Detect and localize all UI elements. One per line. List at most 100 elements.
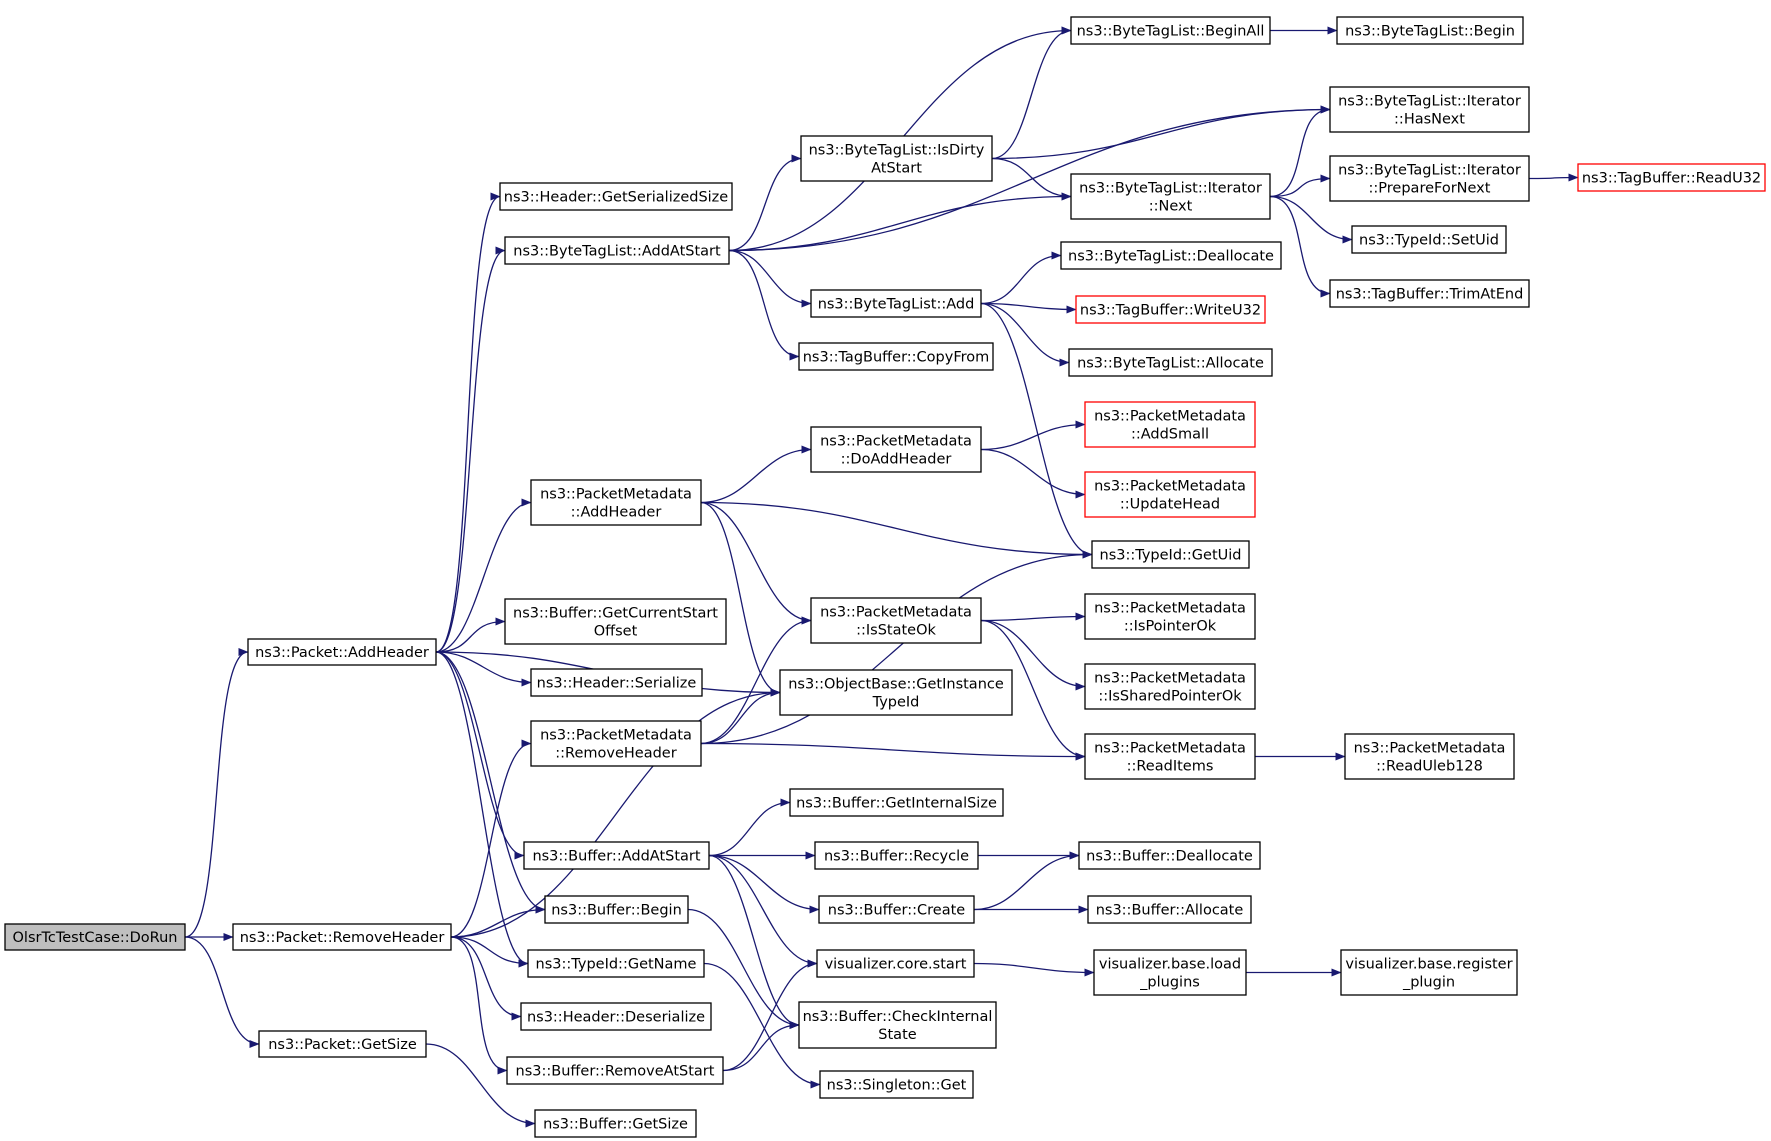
node-box[interactable] <box>810 289 982 318</box>
node-tb-writeu32[interactable]: ns3::TagBuffer::WriteU32 <box>1075 295 1266 324</box>
node-buf-getsize[interactable]: ns3::Buffer::GetSize <box>534 1109 697 1138</box>
node-box[interactable] <box>530 720 702 767</box>
node-box[interactable] <box>506 1056 724 1085</box>
node-box[interactable] <box>520 1002 712 1031</box>
node-btl-allocate[interactable]: ns3::ByteTagList::Allocate <box>1068 348 1273 377</box>
node-hdr-deserialize[interactable]: ns3::Header::Deserialize <box>520 1002 712 1031</box>
node-buf-allocate[interactable]: ns3::Buffer::Allocate <box>1087 895 1252 924</box>
node-typeid-getname[interactable]: ns3::TypeId::GetName <box>527 949 705 978</box>
node-pm-isstateok[interactable]: ns3::PacketMetadata::IsStateOk <box>810 597 982 644</box>
node-box[interactable] <box>1091 540 1250 569</box>
node-box[interactable] <box>1068 348 1273 377</box>
node-box[interactable] <box>523 841 710 870</box>
node-pm-removeheader[interactable]: ns3::PacketMetadata::RemoveHeader <box>530 720 702 767</box>
node-box[interactable] <box>1084 471 1256 518</box>
node-typeid-getuid[interactable]: ns3::TypeId::GetUid <box>1091 540 1250 569</box>
node-box[interactable] <box>232 923 452 951</box>
node-pm-doaddheader[interactable]: ns3::PacketMetadata::DoAddHeader <box>810 426 982 473</box>
node-pkt-getsize[interactable]: ns3::Packet::GetSize <box>258 1030 427 1058</box>
node-btl-begin[interactable]: ns3::ByteTagList::Begin <box>1336 16 1524 45</box>
node-buf-removeatstart[interactable]: ns3::Buffer::RemoveAtStart <box>506 1056 724 1085</box>
node-pm-addheader[interactable]: ns3::PacketMetadata::AddHeader <box>530 479 702 526</box>
node-hdr-serialize[interactable]: ns3::Header::Serialize <box>530 668 703 697</box>
node-viz-core-start[interactable]: visualizer.core.start <box>816 949 975 978</box>
node-buf-deallocate[interactable]: ns3::Buffer::Deallocate <box>1078 841 1261 870</box>
node-typeid-setuid[interactable]: ns3::TypeId::SetUid <box>1351 225 1507 254</box>
node-buf-getinternalsize[interactable]: ns3::Buffer::GetInternalSize <box>789 788 1004 817</box>
node-box[interactable] <box>798 1001 997 1049</box>
node-dorun[interactable]: OlsrTcTestCase::DoRun <box>4 923 186 951</box>
node-pm-addsmall[interactable]: ns3::PacketMetadata::AddSmall <box>1084 401 1256 448</box>
node-singleton-get[interactable]: ns3::Singleton::Get <box>819 1070 974 1099</box>
node-box[interactable] <box>4 923 186 951</box>
node-hdr-getserializedsize[interactable]: ns3::Header::GetSerializedSize <box>499 182 733 211</box>
node-box[interactable] <box>247 638 437 666</box>
node-box[interactable] <box>1084 401 1256 448</box>
node-btl-beginall[interactable]: ns3::ByteTagList::BeginAll <box>1070 16 1271 45</box>
node-box[interactable] <box>530 479 702 526</box>
node-pm-issharedpointerok[interactable]: ns3::PacketMetadata::IsSharedPointerOk <box>1084 663 1256 710</box>
node-pm-ispointerok[interactable]: ns3::PacketMetadata::IsPointerOk <box>1084 593 1256 640</box>
node-box[interactable] <box>1344 733 1515 780</box>
node-box[interactable] <box>798 342 994 371</box>
node-pkt-addheader[interactable]: ns3::Packet::AddHeader <box>247 638 437 666</box>
node-box[interactable] <box>504 236 730 265</box>
node-box[interactable] <box>1329 279 1530 308</box>
node-box[interactable] <box>1329 155 1530 202</box>
node-pm-updatehead[interactable]: ns3::PacketMetadata::UpdateHead <box>1084 471 1256 518</box>
node-pkt-removeheader[interactable]: ns3::Packet::RemoveHeader <box>232 923 452 951</box>
node-box[interactable] <box>1087 895 1252 924</box>
node-buf-addatstart[interactable]: ns3::Buffer::AddAtStart <box>523 841 710 870</box>
node-btl-it-preparefornext[interactable]: ns3::ByteTagList::Iterator::PrepareForNe… <box>1329 155 1530 202</box>
node-box[interactable] <box>800 135 993 182</box>
node-box[interactable] <box>1084 733 1256 780</box>
node-pm-readitems[interactable]: ns3::PacketMetadata::ReadItems <box>1084 733 1256 780</box>
node-box[interactable] <box>258 1030 427 1058</box>
node-btl-it-next[interactable]: ns3::ByteTagList::Iterator::Next <box>1070 173 1271 220</box>
node-tb-copyfrom[interactable]: ns3::TagBuffer::CopyFrom <box>798 342 994 371</box>
node-viz-base-load-plugins[interactable]: visualizer.base.load_plugins <box>1093 949 1247 996</box>
node-box[interactable] <box>504 598 727 645</box>
node-box[interactable] <box>1060 241 1282 270</box>
node-box[interactable] <box>1336 16 1524 45</box>
node-box[interactable] <box>1075 295 1266 324</box>
node-box[interactable] <box>527 949 705 978</box>
node-box[interactable] <box>544 895 689 924</box>
node-viz-base-register-plugin[interactable]: visualizer.base.register_plugin <box>1340 949 1518 996</box>
node-box[interactable] <box>1070 173 1271 220</box>
node-btl-it-hasnext[interactable]: ns3::ByteTagList::Iterator::HasNext <box>1329 86 1530 133</box>
node-box[interactable] <box>499 182 733 211</box>
node-btl-add[interactable]: ns3::ByteTagList::Add <box>810 289 982 318</box>
node-box[interactable] <box>1329 86 1530 133</box>
node-pm-readuleb128[interactable]: ns3::PacketMetadata::ReadUleb128 <box>1344 733 1515 780</box>
node-box[interactable] <box>810 426 982 473</box>
node-box[interactable] <box>1084 663 1256 710</box>
node-box[interactable] <box>1084 593 1256 640</box>
node-box[interactable] <box>534 1109 697 1138</box>
node-tb-readu32[interactable]: ns3::TagBuffer::ReadU32 <box>1577 163 1766 192</box>
node-buf-begin[interactable]: ns3::Buffer::Begin <box>544 895 689 924</box>
node-box[interactable] <box>779 669 1013 716</box>
node-box[interactable] <box>816 949 975 978</box>
node-box[interactable] <box>1078 841 1261 870</box>
node-box[interactable] <box>1093 949 1247 996</box>
node-box[interactable] <box>1577 163 1766 192</box>
node-buf-recycle[interactable]: ns3::Buffer::Recycle <box>814 841 979 870</box>
node-box[interactable] <box>789 788 1004 817</box>
node-box[interactable] <box>818 895 975 924</box>
node-btl-addatstart[interactable]: ns3::ByteTagList::AddAtStart <box>504 236 730 265</box>
node-box[interactable] <box>810 597 982 644</box>
node-box[interactable] <box>530 668 703 697</box>
node-box[interactable] <box>1070 16 1271 45</box>
node-buf-create[interactable]: ns3::Buffer::Create <box>818 895 975 924</box>
node-box[interactable] <box>819 1070 974 1099</box>
node-btl-deallocate[interactable]: ns3::ByteTagList::Deallocate <box>1060 241 1282 270</box>
node-tb-trimatend[interactable]: ns3::TagBuffer::TrimAtEnd <box>1329 279 1530 308</box>
node-box[interactable] <box>1351 225 1507 254</box>
node-box[interactable] <box>1340 949 1518 996</box>
node-box[interactable] <box>814 841 979 870</box>
